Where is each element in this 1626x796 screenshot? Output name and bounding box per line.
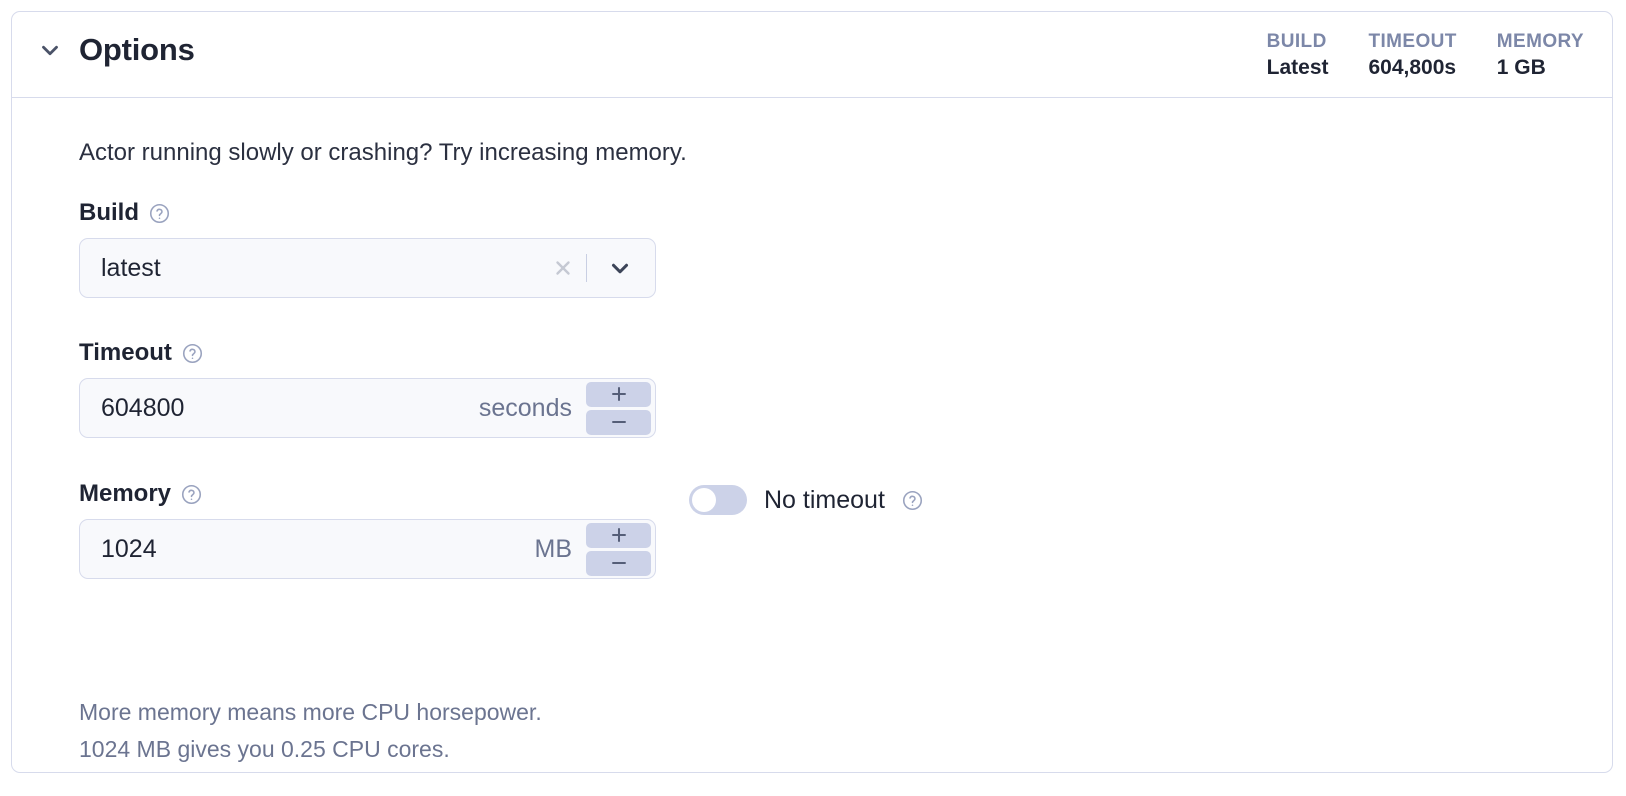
memory-label-row: Memory [79,479,656,509]
no-timeout-help-icon[interactable] [902,490,923,511]
select-divider [585,254,587,282]
intro-text: Actor running slowly or crashing? Try in… [79,139,687,166]
chevron-down-icon[interactable] [37,37,63,63]
build-select-value[interactable] [80,252,548,284]
memory-decrement-button[interactable] [586,550,651,576]
stat-memory: MEMORY 1 GB [1496,31,1584,79]
no-timeout-label: No timeout [764,485,885,514]
build-field-block: Build [79,198,656,298]
build-select[interactable] [79,238,656,298]
timeout-increment-button[interactable] [586,381,651,407]
header-stats: BUILD Latest TIMEOUT 604,800s MEMORY 1 G… [1266,31,1584,79]
stat-build: BUILD Latest [1266,31,1329,79]
no-timeout-toggle[interactable] [689,485,747,515]
memory-increment-button[interactable] [586,522,651,548]
stat-timeout-value: 604,800s [1368,55,1457,79]
timeout-label: Timeout [79,339,172,366]
memory-field-block: Memory MB [79,479,656,579]
stat-build-label: BUILD [1266,31,1327,52]
close-x-icon[interactable] [548,253,578,283]
timeout-stepper [586,381,651,435]
toggle-knob [692,488,716,512]
build-label-row: Build [79,198,656,228]
memory-hint: More memory means more CPU horsepower. 1… [79,694,542,769]
stat-memory-label: MEMORY [1496,31,1584,52]
timeout-input[interactable] [80,392,479,424]
memory-label: Memory [79,480,172,507]
memory-stepper [586,522,651,576]
timeout-input-shell: seconds [79,378,656,438]
no-timeout-row: No timeout [689,485,923,515]
build-label: Build [79,199,139,226]
memory-hint-line-2: 1024 MB gives you 0.25 CPU cores. [79,736,450,763]
stat-timeout-label: TIMEOUT [1368,31,1457,52]
options-card: Options BUILD Latest TIMEOUT 604,800s ME… [11,11,1613,773]
timeout-field-block: Timeout seconds [79,338,656,438]
memory-hint-line-1: More memory means more CPU horsepower. [79,699,542,725]
timeout-unit: seconds [478,393,572,422]
stat-timeout: TIMEOUT 604,800s [1368,31,1457,79]
options-collapse-toggle[interactable]: Options [37,34,195,65]
chevron-down-icon[interactable] [603,251,637,285]
timeout-label-row: Timeout [79,338,656,368]
memory-input-shell: MB [79,519,656,579]
options-card-header: Options BUILD Latest TIMEOUT 604,800s ME… [12,12,1612,98]
stat-build-value: Latest [1266,55,1329,79]
page-title: Options [79,32,195,67]
timeout-help-icon[interactable] [182,343,203,364]
memory-unit: MB [534,534,573,563]
memory-input[interactable] [80,533,535,565]
memory-help-icon[interactable] [181,484,202,505]
timeout-decrement-button[interactable] [586,409,651,435]
stat-memory-value: 1 GB [1496,55,1546,79]
build-help-icon[interactable] [149,203,170,224]
